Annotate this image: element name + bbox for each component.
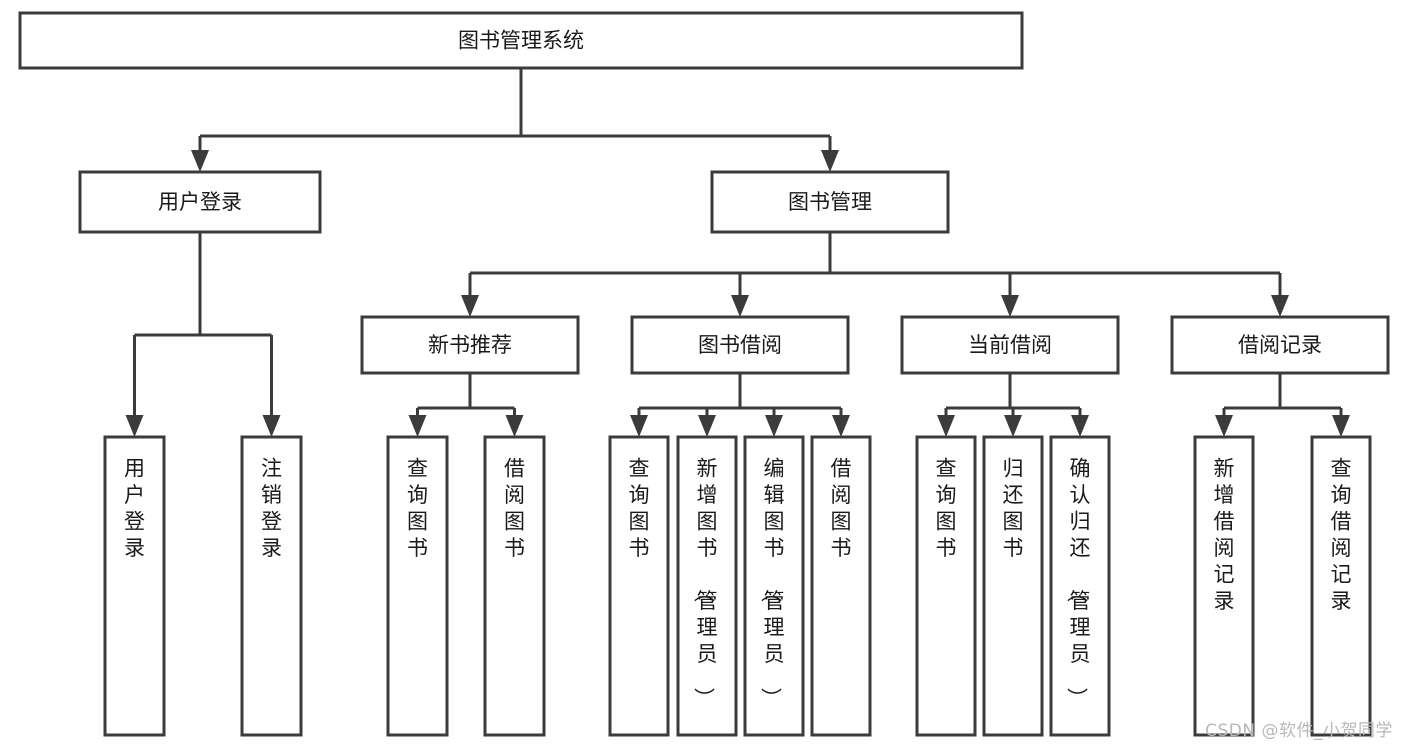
node-box-rect [386, 435, 449, 737]
node-label: 借阅记录 [1238, 333, 1322, 357]
node-label: 查询图书 [936, 456, 957, 560]
node-box-rect [608, 435, 670, 737]
nodes-layer: 图书管理系统用户登录图书管理新书推荐图书借阅当前借阅借阅记录用户登录注销登录查询… [18, 11, 1390, 737]
node-user-login[interactable]: 用户登录 [78, 170, 322, 234]
node-label: 查询借阅记录 [1331, 456, 1352, 613]
node-box-rect [360, 315, 580, 375]
node-leaf-query-book-borrow[interactable]: 查询图书 [608, 435, 670, 737]
node-box-rect [240, 435, 303, 737]
node-box-rect [900, 315, 1120, 375]
node-box-rect [743, 435, 805, 737]
node-box-rect [1170, 315, 1390, 375]
node-label: 用户登录 [124, 456, 145, 560]
node-label: 编辑图书（管理员） [759, 456, 785, 708]
node-label: 借阅图书 [831, 456, 852, 560]
node-box-rect [630, 315, 850, 375]
node-book-borrow[interactable]: 图书借阅 [630, 315, 850, 375]
node-box-rect [1049, 435, 1111, 737]
node-label: 确认归还（管理员） [1065, 456, 1091, 708]
arrow-head-icon [821, 150, 839, 172]
node-label: 图书借阅 [698, 333, 782, 357]
node-label: 新书推荐 [428, 333, 512, 357]
node-leaf-query-record[interactable]: 查询借阅记录 [1310, 435, 1372, 737]
node-box-rect [78, 170, 322, 234]
arrow-head-icon [1071, 415, 1089, 437]
node-current-borrow[interactable]: 当前借阅 [900, 315, 1120, 375]
arrow-head-icon [1271, 295, 1289, 317]
node-root[interactable]: 图书管理系统 [18, 11, 1024, 70]
arrow-head-icon [1215, 415, 1233, 437]
node-box-rect [18, 11, 1024, 70]
node-label: 新增借阅记录 [1214, 456, 1235, 613]
node-leaf-query-book-cur[interactable]: 查询图书 [915, 435, 977, 737]
arrow-head-icon [1001, 295, 1019, 317]
node-label: 图书管理系统 [458, 29, 584, 53]
node-box-rect [103, 435, 166, 737]
arrow-head-icon [125, 415, 144, 437]
node-box-rect [1310, 435, 1372, 737]
node-leaf-add-record[interactable]: 新增借阅记录 [1193, 435, 1255, 737]
arrow-head-icon [698, 415, 716, 437]
node-box-rect [710, 170, 950, 234]
node-borrow-record[interactable]: 借阅记录 [1170, 315, 1390, 375]
node-new-book-recommend[interactable]: 新书推荐 [360, 315, 580, 375]
node-label: 归还图书 [1003, 456, 1024, 560]
node-label: 图书管理 [788, 190, 872, 214]
node-box-rect [915, 435, 977, 737]
node-leaf-query-book-rec[interactable]: 查询图书 [386, 435, 449, 737]
node-leaf-borrow-book-rec[interactable]: 借阅图书 [483, 435, 546, 737]
arrow-head-icon [832, 415, 850, 437]
node-label: 新增图书（管理员） [692, 456, 718, 708]
arrow-head-icon [731, 295, 749, 317]
node-label: 查询图书 [629, 456, 650, 560]
connectors-layer [125, 68, 1350, 437]
node-box-rect [810, 435, 872, 737]
node-label: 用户登录 [158, 190, 242, 214]
node-leaf-user-login[interactable]: 用户登录 [103, 435, 166, 737]
arrow-head-icon [1332, 415, 1350, 437]
node-book-manage[interactable]: 图书管理 [710, 170, 950, 234]
node-box-rect [982, 435, 1044, 737]
node-label: 查询图书 [407, 456, 428, 560]
arrow-head-icon [408, 415, 427, 437]
arrow-head-icon [630, 415, 648, 437]
node-leaf-borrow-book[interactable]: 借阅图书 [810, 435, 872, 737]
arrow-head-icon [1004, 415, 1022, 437]
node-label: 当前借阅 [968, 333, 1052, 357]
node-box-rect [676, 435, 738, 737]
node-leaf-confirm-return[interactable]: 确认归还（管理员） [1049, 435, 1111, 737]
node-leaf-return-book[interactable]: 归还图书 [982, 435, 1044, 737]
arrow-head-icon [191, 150, 209, 172]
arrow-head-icon [461, 295, 479, 317]
node-leaf-edit-book[interactable]: 编辑图书（管理员） [743, 435, 805, 737]
node-leaf-add-book[interactable]: 新增图书（管理员） [676, 435, 738, 737]
arrow-head-icon [262, 415, 281, 437]
arrow-head-icon [937, 415, 955, 437]
node-box-rect [483, 435, 546, 737]
arrow-head-icon [505, 415, 524, 437]
node-label: 注销登录 [261, 456, 282, 560]
node-box-rect [1193, 435, 1255, 737]
arrow-head-icon [765, 415, 783, 437]
node-label: 借阅图书 [504, 456, 525, 560]
node-leaf-logout[interactable]: 注销登录 [240, 435, 303, 737]
